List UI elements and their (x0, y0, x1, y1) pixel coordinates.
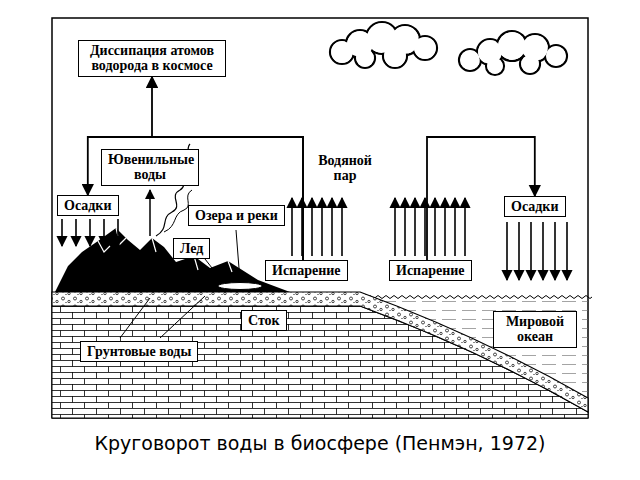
box-text: Испарение (396, 263, 465, 278)
figure-caption: Круговорот воды в биосфере (Пенмэн, 1972… (0, 432, 640, 454)
box-text: Ювенильные воды (108, 152, 192, 183)
box-text: Испарение (272, 263, 341, 278)
process-box: Диссипация атомов водорода в космосе (78, 40, 226, 77)
box-text: Диссипация атомов водорода в космосе (85, 43, 219, 74)
box-text: Озера и реки (195, 208, 278, 223)
region-label: Водяной пар (307, 152, 383, 185)
box-text: Лед (180, 241, 203, 256)
box-text: Сток (248, 313, 280, 328)
box-text: Грунтовые воды (87, 344, 191, 359)
process-box: Испарение (389, 260, 472, 281)
process-box: Ювенильные воды (101, 149, 199, 186)
process-box: Испарение (265, 260, 348, 281)
connector (88, 137, 303, 260)
process-box: Осадки (57, 195, 119, 216)
process-box: Озера и реки (188, 205, 285, 226)
process-box: Осадки (504, 196, 566, 217)
process-box: Мировой океан (493, 311, 577, 348)
process-box: Сток (241, 310, 287, 331)
box-text: Осадки (511, 199, 559, 214)
box-text: Осадки (64, 198, 112, 213)
process-box: Грунтовые воды (80, 341, 198, 362)
process-box: Лед (173, 238, 210, 259)
box-text: Мировой океан (500, 314, 570, 345)
